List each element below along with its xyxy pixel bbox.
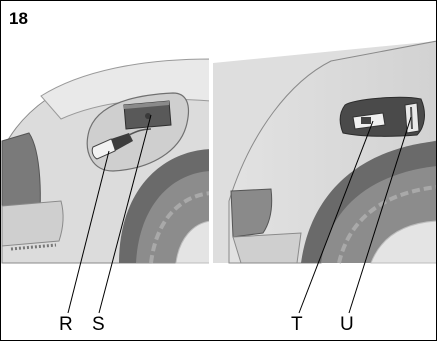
left-panel: [2, 59, 211, 313]
figure-number: 18: [9, 10, 28, 27]
right-panel: [213, 41, 437, 313]
callout-t: T: [291, 315, 303, 334]
callout-r: R: [59, 315, 73, 334]
callout-u: U: [340, 315, 354, 334]
callout-s: S: [92, 315, 105, 334]
